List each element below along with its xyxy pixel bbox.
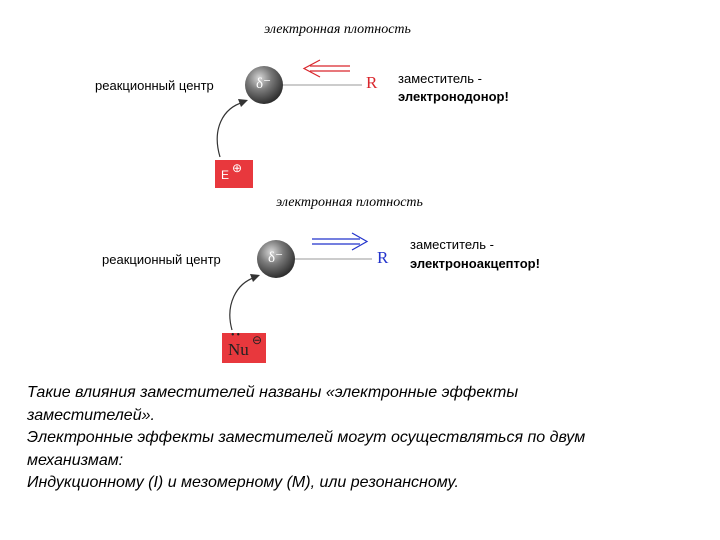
reaction-center-sphere-1 [245, 66, 283, 104]
nucleophile-lone-pair: •• [231, 330, 243, 341]
substituent-r-1: R [366, 73, 378, 92]
attack-arrowhead-2 [250, 274, 260, 282]
partial-charge-1: δ⁻ [256, 76, 271, 92]
attack-arrow-2 [229, 276, 257, 331]
donor-diagram [215, 59, 362, 188]
density-arrow-right [312, 232, 369, 251]
caption-text: Такие влияния заместителей названы «элек… [27, 382, 687, 495]
attack-arrowhead-1 [238, 99, 248, 107]
density-arrow-left [302, 59, 350, 78]
caption-line-2: заместителей». [27, 406, 155, 424]
substituent-desc-2a: заместитель - [410, 237, 494, 252]
substituent-desc-2b: электроноакцептор! [410, 256, 540, 271]
reaction-center-sphere-2 [257, 240, 295, 278]
density-label-1: электронная плотность [264, 22, 411, 37]
electrophile-charge: ⊕ [232, 161, 243, 175]
substituent-desc-1a: заместитель - [398, 71, 482, 86]
attack-arrow-1 [216, 101, 245, 158]
acceptor-diagram [222, 232, 372, 363]
nucleophile-symbol: Nu [228, 340, 249, 359]
electrophile-symbol: E [221, 168, 230, 182]
caption-line-3: Электронные эффекты заместителей могут о… [27, 429, 586, 446]
diagram-graphics [215, 59, 372, 363]
caption-line-5: Индукционному (I) и мезомерному (М), или… [27, 474, 459, 491]
nucleophile-charge: ⊖ [252, 333, 263, 347]
caption-line-4: механизмам: [27, 451, 124, 469]
density-label-2: электронная плотность [276, 195, 423, 210]
reaction-center-label-2: реакционный центр [102, 252, 221, 267]
substituent-r-2: R [377, 248, 389, 267]
reaction-center-label-1: реакционный центр [95, 78, 214, 93]
substituent-desc-1b: электронодонор! [398, 89, 509, 104]
reagent-box-nucleophile [222, 333, 266, 363]
partial-charge-2: δ⁻ [268, 250, 283, 266]
reagent-box-electrophile [215, 160, 253, 188]
caption-line-1: Такие влияния заместителей названы «элек… [27, 384, 519, 401]
